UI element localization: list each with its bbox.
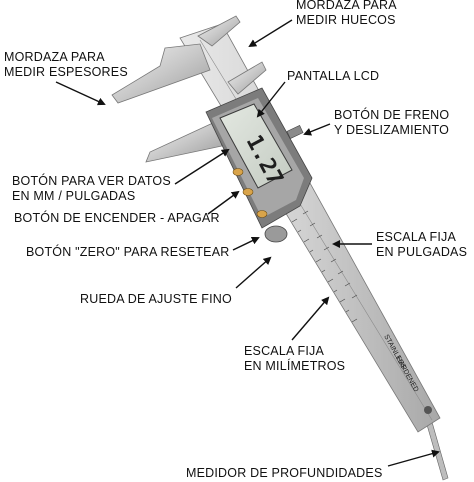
label-pantalla-lcd: PANTALLA LCD [287, 69, 380, 83]
sliding-outside-jaw [145, 121, 223, 163]
beam-end-screw [424, 406, 432, 414]
arrow-medidor-profundidades [387, 449, 440, 467]
arrow-boton-encender [207, 190, 240, 215]
zero-button [256, 210, 268, 218]
lcd-screen [219, 103, 293, 189]
label-boton-encender: BOTÓN DE ENCENDER - APAGAR [14, 211, 220, 225]
lock-screw [286, 125, 304, 139]
fixed-outside-jaw [111, 43, 211, 104]
inch-scale-ticks [302, 210, 358, 299]
mm-inch-button [232, 168, 244, 176]
label-medidor-profundidades: MEDIDOR DE PROFUNDIDADES [186, 466, 383, 480]
callout-arrows [55, 19, 440, 467]
label-rueda-ajuste: RUEDA DE AJUSTE FINO [80, 292, 232, 306]
arrow-boton-freno [303, 123, 331, 136]
fixed-inside-jaw [197, 15, 241, 47]
on-off-button [242, 188, 254, 196]
arrow-mordaza-espesores [55, 81, 106, 106]
slider-body: 1.27 [205, 87, 313, 243]
arrow-mordaza-huecos [248, 19, 293, 48]
arrow-rueda-ajuste [235, 256, 272, 289]
arrow-escala-milimetros [291, 296, 330, 341]
fine-adjust-wheel [264, 225, 288, 243]
arrow-pantalla-lcd [256, 81, 286, 118]
label-boton-zero: BOTÓN "ZERO" PARA RESETEAR [26, 245, 230, 259]
arrow-boton-zero [232, 236, 260, 251]
sliding-inside-jaw [227, 61, 267, 95]
millimeter-scale-ticks [291, 218, 358, 323]
arrow-boton-ver-datos [174, 148, 230, 185]
